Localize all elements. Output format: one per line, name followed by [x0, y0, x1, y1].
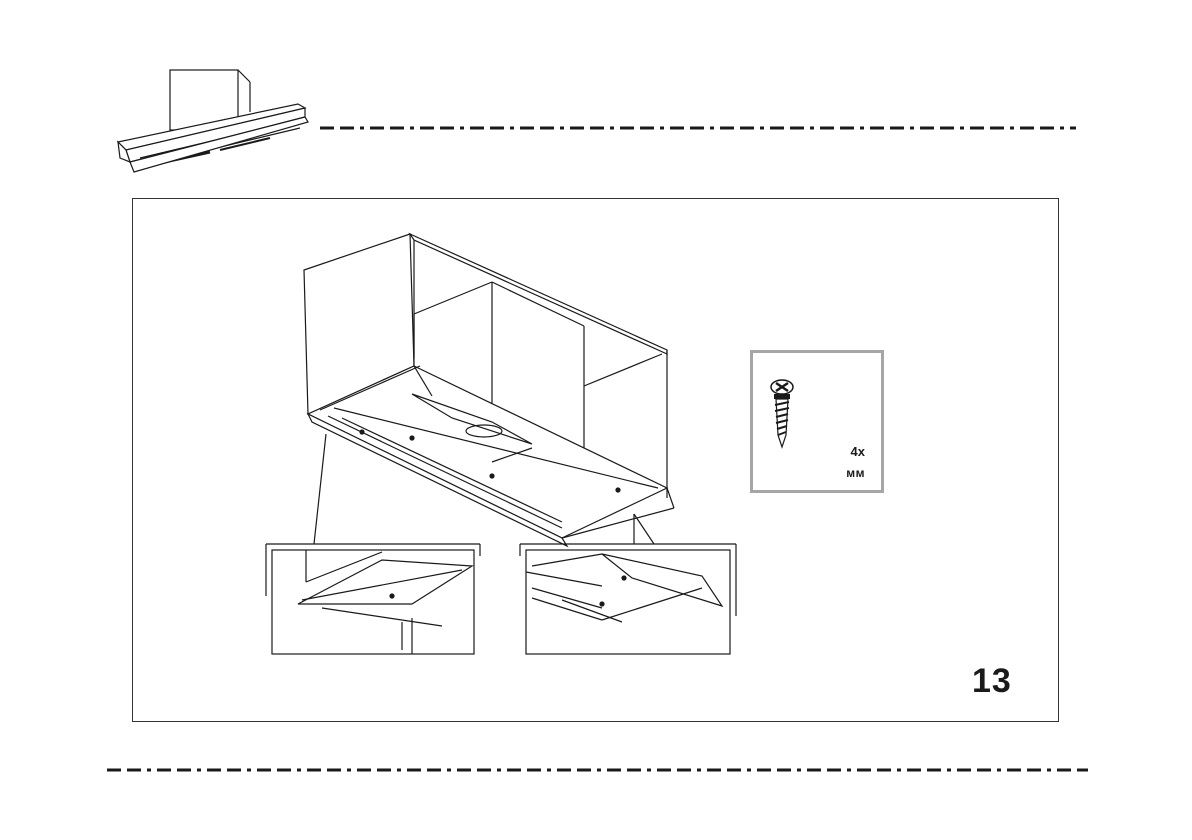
hood-thumbnail-icon [100, 62, 320, 182]
cabinet-hood-drawing-icon [262, 226, 752, 662]
screw-icon [765, 377, 799, 449]
screw-unit: мм [846, 466, 865, 480]
screw-panel: 4x мм [750, 350, 884, 493]
screw-quantity: 4x [851, 444, 865, 459]
bottom-dashed-separator [105, 762, 1090, 778]
top-dashed-separator [318, 120, 1078, 136]
step-number: 13 [972, 662, 1032, 701]
